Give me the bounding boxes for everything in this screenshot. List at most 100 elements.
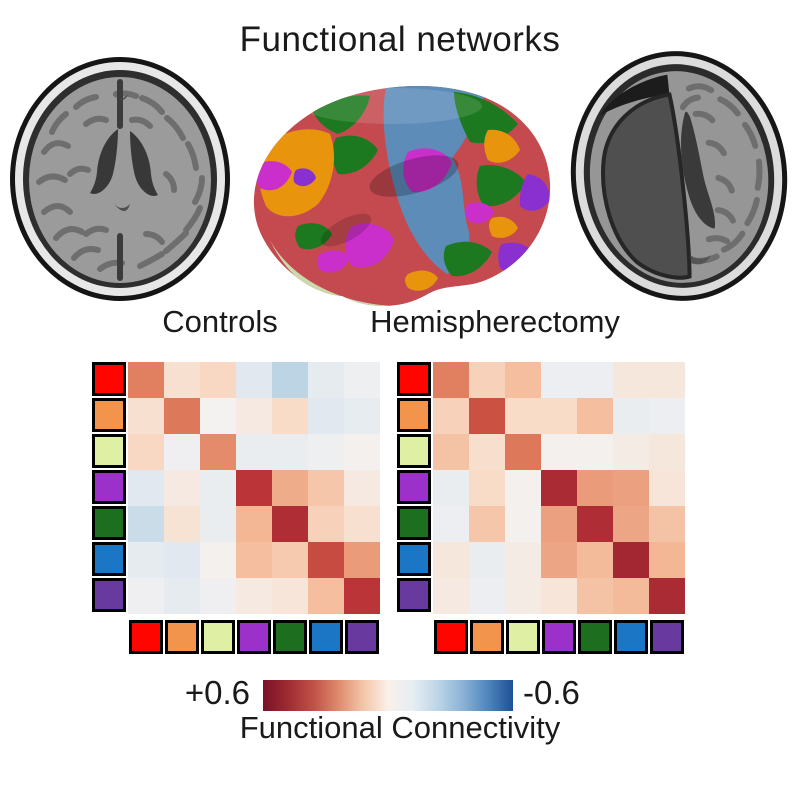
- hemispherectomy-label: Hemispherectomy: [370, 304, 620, 339]
- network-swatch-red: [397, 362, 431, 396]
- matrix-cell: [469, 434, 505, 470]
- matrix-cell: [308, 506, 344, 542]
- network-swatch-violet: [92, 470, 126, 504]
- matrix-cell: [200, 362, 236, 398]
- matrix-cell: [272, 398, 308, 434]
- matrix-cell: [236, 578, 272, 614]
- matrix-cell: [344, 398, 380, 434]
- matrix-cell: [613, 578, 649, 614]
- network-swatch-blue: [309, 620, 343, 654]
- matrix-cell: [541, 434, 577, 470]
- matrix-cell: [613, 434, 649, 470]
- hemispherectomy-row-swatches: [397, 362, 431, 612]
- matrix-cell: [128, 398, 164, 434]
- matrix-cell: [272, 578, 308, 614]
- matrix-cell: [308, 398, 344, 434]
- matrix-cell: [469, 542, 505, 578]
- matrix-cell: [433, 542, 469, 578]
- matrix-cell: [613, 542, 649, 578]
- matrix-cell: [128, 578, 164, 614]
- matrix-cell: [649, 542, 685, 578]
- matrix-cell: [433, 506, 469, 542]
- hemispherectomy-mri-image: [570, 51, 788, 301]
- matrix-cell: [344, 362, 380, 398]
- matrix-cell: [164, 506, 200, 542]
- matrix-cell: [649, 578, 685, 614]
- matrix-cell: [541, 578, 577, 614]
- matrix-cell: [344, 506, 380, 542]
- matrix-cell: [272, 542, 308, 578]
- controls-row-swatches: [92, 362, 126, 612]
- matrix-cell: [541, 362, 577, 398]
- network-swatch-red: [92, 362, 126, 396]
- matrix-cell: [577, 398, 613, 434]
- matrix-cell: [505, 362, 541, 398]
- matrix-cell: [308, 578, 344, 614]
- matrix-cell: [308, 470, 344, 506]
- matrix-cell: [505, 578, 541, 614]
- hemispherectomy-col-swatches: [434, 620, 684, 654]
- matrix-cell: [236, 434, 272, 470]
- network-swatch-green: [92, 506, 126, 540]
- functional-networks-surface-image: [253, 85, 551, 307]
- matrix-cell: [344, 470, 380, 506]
- matrix-cell: [577, 362, 613, 398]
- matrix-cell: [200, 506, 236, 542]
- matrix-cell: [272, 434, 308, 470]
- colorbar-gradient: [263, 680, 513, 711]
- matrix-cell: [613, 398, 649, 434]
- network-swatch-red: [434, 620, 468, 654]
- matrix-cell: [577, 542, 613, 578]
- matrix-cell: [469, 362, 505, 398]
- network-swatch-blue: [397, 542, 431, 576]
- matrix-cell: [469, 398, 505, 434]
- matrix-cell: [308, 434, 344, 470]
- matrix-cell: [164, 578, 200, 614]
- matrix-cell: [577, 434, 613, 470]
- network-swatch-green: [578, 620, 612, 654]
- figure-title: Functional networks: [239, 20, 561, 59]
- network-swatch-orange: [397, 398, 431, 432]
- network-swatch-lime: [92, 434, 126, 468]
- network-swatch-green: [273, 620, 307, 654]
- matrix-cell: [469, 506, 505, 542]
- matrix-cell: [344, 578, 380, 614]
- network-swatch-orange: [165, 620, 199, 654]
- matrix-cell: [433, 578, 469, 614]
- network-swatch-orange: [92, 398, 126, 432]
- matrix-cell: [272, 470, 308, 506]
- network-swatch-violet: [542, 620, 576, 654]
- matrix-cell: [236, 542, 272, 578]
- hemispherectomy-matrix: [433, 362, 685, 614]
- matrix-cell: [272, 506, 308, 542]
- matrix-cell: [308, 362, 344, 398]
- network-swatch-purple: [397, 578, 431, 612]
- network-swatch-lime: [201, 620, 235, 654]
- matrix-cell: [164, 362, 200, 398]
- matrix-cell: [236, 470, 272, 506]
- colorbar-max-label: +0.6: [184, 674, 250, 711]
- matrix-cell: [613, 362, 649, 398]
- matrix-cell: [649, 362, 685, 398]
- controls-label: Controls: [162, 304, 278, 339]
- matrix-cell: [128, 434, 164, 470]
- matrix-cell: [649, 470, 685, 506]
- matrix-cell: [128, 470, 164, 506]
- network-swatch-blue: [614, 620, 648, 654]
- matrix-cell: [541, 470, 577, 506]
- matrix-cell: [469, 470, 505, 506]
- matrix-cell: [236, 506, 272, 542]
- matrix-cell: [164, 542, 200, 578]
- matrix-cell: [613, 470, 649, 506]
- matrix-cell: [469, 578, 505, 614]
- matrix-cell: [236, 398, 272, 434]
- network-swatch-blue: [92, 542, 126, 576]
- matrix-cell: [505, 434, 541, 470]
- matrix-cell: [649, 506, 685, 542]
- matrix-cell: [577, 470, 613, 506]
- surface-parcels: [253, 85, 551, 307]
- matrix-cell: [236, 362, 272, 398]
- network-swatch-purple: [345, 620, 379, 654]
- matrix-cell: [649, 398, 685, 434]
- matrix-cell: [433, 398, 469, 434]
